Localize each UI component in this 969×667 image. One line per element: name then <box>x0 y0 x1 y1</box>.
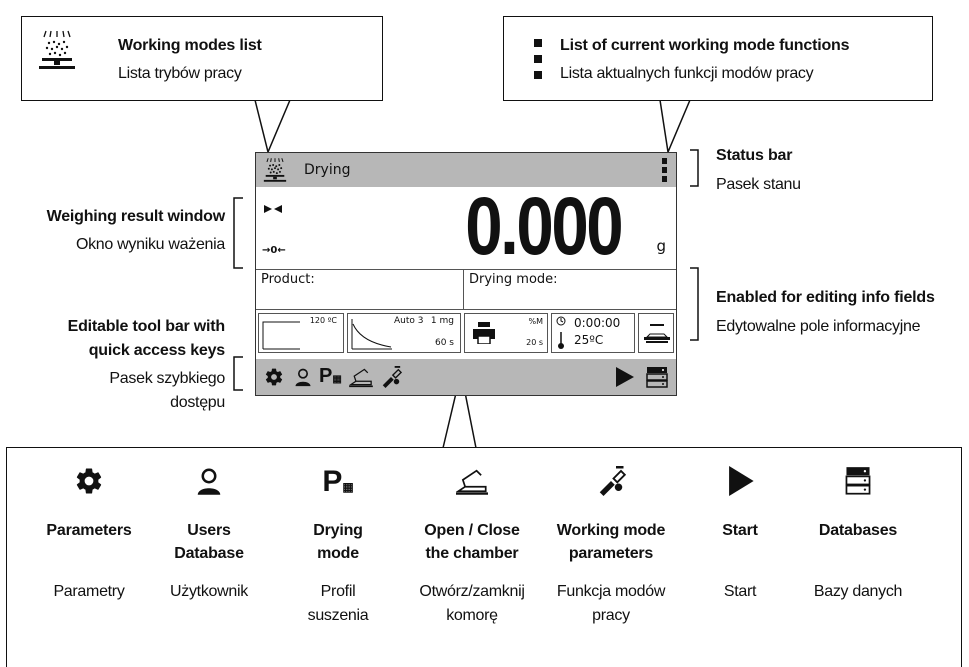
user-icon <box>134 466 284 500</box>
product-label: Product: <box>261 272 315 287</box>
quick-access-toolbar: P▦ <box>256 359 676 395</box>
profile-temperature: 120 ºC <box>309 316 337 325</box>
result-window-subtitle: Okno wyniku ważenia <box>75 236 225 253</box>
legend-subtitle: Bazy danych <box>813 583 903 600</box>
toolbar-title-line1: Editable tool bar with <box>67 318 226 335</box>
drying-mode-label: Drying mode: <box>469 272 558 287</box>
printer-icon <box>473 322 495 344</box>
device-screen: Drying →0← 0.000 g Product: Drying mode:… <box>255 152 677 396</box>
auto-curve-icon <box>351 319 392 350</box>
clock-icon <box>556 316 566 326</box>
thermometer-icon <box>558 332 564 349</box>
legend-subtitle: Użytkownik <box>170 583 248 600</box>
user-icon[interactable] <box>293 367 313 387</box>
toolbar-subtitle-line1: Pasek szybkiego <box>109 370 225 387</box>
callout-working-modes: Working modes list Lista trybów pracy <box>21 16 383 101</box>
legend-subtitle: Profil <box>320 583 356 600</box>
gear-icon[interactable] <box>264 367 284 387</box>
callout-subtitle: Lista trybów pracy <box>118 65 242 82</box>
drying-mode-field[interactable]: Drying mode: <box>463 270 676 310</box>
chamber-icon[interactable] <box>349 366 373 388</box>
legend-title: mode <box>317 545 359 562</box>
toolbar-title-line2: quick access keys <box>88 342 225 359</box>
legend-title: Working mode <box>556 522 666 539</box>
zero-indicator: →0← <box>262 245 286 256</box>
legend-subtitle: Parametry <box>53 583 125 600</box>
legend-title: parameters <box>568 545 654 562</box>
legend-title: Databases <box>818 522 898 539</box>
weighing-result-window: →0← 0.000 g <box>256 181 676 272</box>
kebab-menu-icon[interactable] <box>662 157 668 183</box>
temperature-profile-widget[interactable]: 120 ºC <box>258 313 344 353</box>
tools-icon[interactable] <box>380 366 402 388</box>
status-bar: Drying <box>256 153 676 187</box>
legend-subtitle: pracy <box>592 607 630 624</box>
callout-title: Working modes list <box>118 37 262 54</box>
legend-subtitle: Funkcja modów <box>556 583 666 600</box>
widget-row: 120 ºC Auto 3 1 mg 60 s %M 20 s 0:00:00 … <box>256 309 676 358</box>
weight-unit: g <box>656 237 666 255</box>
tools-icon <box>536 466 686 500</box>
legend-title: Start <box>722 522 758 539</box>
chamber-icon <box>397 466 547 500</box>
drying-mode-icon[interactable] <box>262 157 288 183</box>
stability-icon <box>264 205 282 213</box>
legend-title: Users <box>187 522 231 539</box>
auto-mode-widget[interactable]: Auto 3 1 mg 60 s <box>347 313 461 353</box>
status-bar-subtitle: Pasek stanu <box>716 176 801 193</box>
chamber-widget[interactable] <box>638 313 674 353</box>
database-icon <box>783 466 933 500</box>
auto-mode-time: 60 s <box>434 338 454 348</box>
timer-temperature-widget[interactable]: 0:00:00 25ºC <box>551 313 635 353</box>
toolbar-annotation: Editable tool bar with quick access keys… <box>67 318 226 412</box>
print-time: 20 s <box>526 338 543 347</box>
legend-title: Parameters <box>46 522 132 539</box>
profile-curve-icon <box>262 321 300 350</box>
callout-title: List of current working mode functions <box>560 37 850 54</box>
legend-title: Open / Close <box>424 522 520 539</box>
play-icon <box>665 466 815 500</box>
legend-title: Database <box>174 545 244 562</box>
legend-title: the chamber <box>425 545 519 562</box>
print-widget[interactable]: %M 20 s <box>464 313 548 353</box>
drying-profile-icon[interactable]: P▦ <box>319 365 342 387</box>
mode-name: Drying <box>304 162 351 178</box>
result-window-title: Weighing result window <box>46 208 226 225</box>
info-fields-subtitle: Edytowalne pole informacyjne <box>716 318 921 335</box>
info-fields-title: Enabled for editing info fields <box>716 289 935 306</box>
timer-value: 0:00:00 <box>574 316 621 330</box>
product-field[interactable]: Product: <box>256 270 464 310</box>
auto-mode-step: 1 mg <box>430 316 454 326</box>
gear-icon <box>14 466 164 500</box>
legend-subtitle: komorę <box>446 607 498 624</box>
status-bar-title: Status bar <box>716 147 793 164</box>
pan-icon <box>644 324 670 343</box>
legend-subtitle: Otwórz/zamknij <box>419 583 525 600</box>
kebab-menu-icon <box>534 36 544 82</box>
info-fields: Product: Drying mode: <box>256 269 676 310</box>
legend-subtitle: suszenia <box>307 607 369 624</box>
legend-subtitle: Start <box>723 583 757 600</box>
print-unit: %M <box>528 317 543 326</box>
callout-subtitle: Lista aktualnych funkcji modów pracy <box>560 65 814 82</box>
temperature-value: 25ºC <box>574 333 604 347</box>
drying-mode-icon <box>38 29 76 71</box>
weight-value: 0.000 <box>465 181 623 272</box>
callout-connectors <box>233 99 699 449</box>
auto-mode-name: Auto 3 <box>394 316 424 326</box>
drying-profile-icon: P▦ <box>322 465 354 498</box>
play-icon[interactable] <box>614 367 634 387</box>
toolbar-subtitle-line2: dostępu <box>170 394 225 411</box>
legend-title: Drying <box>313 522 363 539</box>
database-icon[interactable] <box>646 366 668 388</box>
callout-mode-functions: List of current working mode functions L… <box>503 16 933 101</box>
